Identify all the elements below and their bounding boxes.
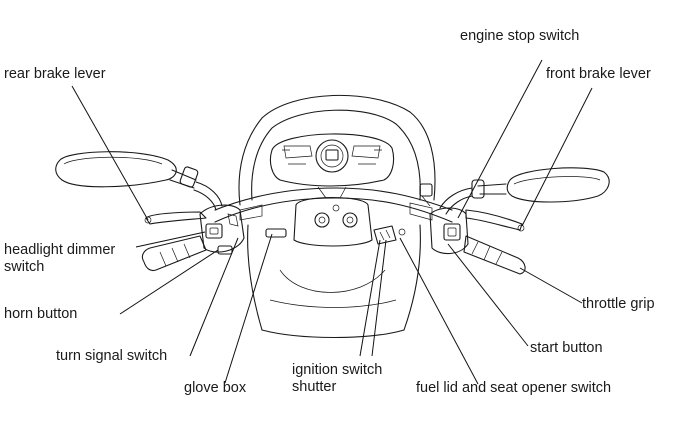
label-headlight-dimmer-switch-line1: headlight dimmer xyxy=(4,242,116,258)
label-front-brake-lever: front brake lever xyxy=(546,66,651,82)
front-brake-lever-shape xyxy=(465,209,525,232)
label-ignition-switch-shutter-line1: ignition switch xyxy=(292,362,383,378)
label-fuel-lid-and-seat-opener-switch: fuel lid and seat opener switch xyxy=(416,380,612,396)
label-start-button: start button xyxy=(530,340,603,356)
steering-stem xyxy=(293,186,373,247)
left-mirror xyxy=(55,151,223,211)
front-body xyxy=(238,94,436,339)
right-switch-housing xyxy=(419,183,469,255)
center-console xyxy=(265,225,406,245)
label-turn-signal-switch: turn signal switch xyxy=(56,348,168,364)
label-headlight-dimmer-switch: headlight dimmer switch xyxy=(4,242,115,276)
label-engine-stop-switch: engine stop switch xyxy=(460,28,580,44)
instrument-cluster xyxy=(269,133,395,187)
label-horn-button: horn button xyxy=(4,306,78,322)
leader-lines xyxy=(71,59,593,385)
handlebar xyxy=(214,187,453,223)
right-grip xyxy=(463,235,526,275)
label-throttle-grip: throttle grip xyxy=(582,296,655,312)
label-ignition-switch-shutter: ignition switch shutter xyxy=(292,362,382,396)
left-grip xyxy=(141,235,207,272)
rear-brake-lever-shape xyxy=(144,211,207,225)
left-switch-housing xyxy=(199,204,245,255)
label-ignition-switch-shutter-line2: shutter xyxy=(292,379,337,395)
label-rear-brake-lever: rear brake lever xyxy=(4,66,106,82)
right-mirror xyxy=(439,167,610,215)
label-glove-box: glove box xyxy=(184,380,247,396)
label-headlight-dimmer-switch-line2: switch xyxy=(4,259,45,275)
